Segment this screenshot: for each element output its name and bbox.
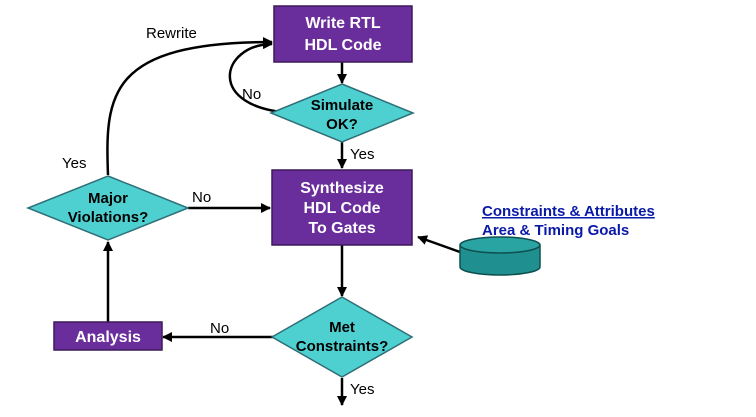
synthesize-line3: To Gates xyxy=(308,220,375,237)
write-rtl-box: Write RTL HDL Code xyxy=(273,5,413,63)
edge-label-rewrite: Rewrite xyxy=(146,25,197,42)
major-violations-decision: Major Violations? xyxy=(25,175,191,241)
simulate-line1: Simulate xyxy=(311,97,374,114)
simulate-line2: OK? xyxy=(326,116,358,133)
synthesize-box: Synthesize HDL Code To Gates xyxy=(271,169,413,246)
edge-simulate-no-loop xyxy=(228,39,293,115)
write-rtl-line2: HDL Code xyxy=(304,37,381,54)
edge-label-major-yes: Yes xyxy=(62,155,86,172)
database-cylinder-icon xyxy=(459,236,541,276)
edge-major-yes-rewrite xyxy=(106,37,273,176)
edge-label-sim-no: No xyxy=(242,86,261,103)
constraints-attributes-link[interactable]: Constraints & Attributes xyxy=(482,203,655,220)
met-constraints-line1: Met xyxy=(329,319,355,336)
met-constraints-line2: Constraints? xyxy=(296,338,389,355)
major-violations-line2: Violations? xyxy=(68,209,149,226)
synthesize-line1: Synthesize xyxy=(300,180,384,197)
analysis-label: Analysis xyxy=(75,329,141,346)
analysis-box: Analysis xyxy=(53,321,163,351)
simulate-decision: Simulate OK? xyxy=(269,83,415,143)
edge-label-sim-yes: Yes xyxy=(350,146,374,163)
write-rtl-line1: Write RTL xyxy=(305,15,380,32)
major-violations-line1: Major xyxy=(88,190,128,207)
edge-label-major-no: No xyxy=(192,189,211,206)
met-constraints-decision: Met Constraints? xyxy=(270,296,414,378)
connectors xyxy=(103,37,461,406)
edge-goals-to-synthesize xyxy=(417,235,461,254)
edge-label-met-no: No xyxy=(210,320,229,337)
edge-label-met-yes: Yes xyxy=(350,381,374,398)
area-timing-goals-label: Area & Timing Goals xyxy=(482,222,629,239)
synthesize-line2: HDL Code xyxy=(303,200,380,217)
